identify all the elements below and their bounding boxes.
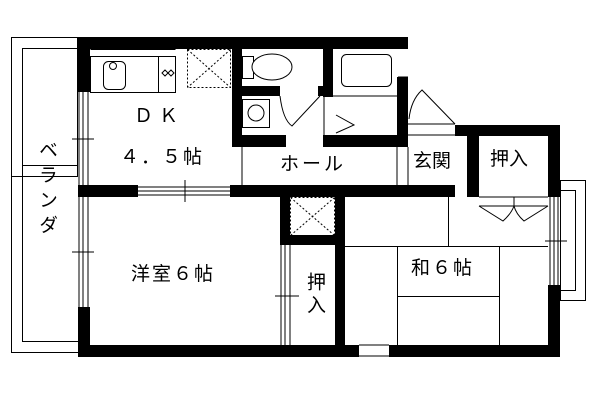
closet-top-label: 押入 xyxy=(490,148,529,170)
veranda-label: ベランダ xyxy=(36,140,58,240)
dk-room-name: ＤＫ xyxy=(134,105,185,127)
storage-space xyxy=(290,197,335,236)
fridge-space xyxy=(187,49,231,88)
bathtub xyxy=(341,54,392,87)
kitchen-counter xyxy=(90,49,176,93)
closet-middle-label: 押入 xyxy=(304,272,326,318)
windows xyxy=(72,46,586,357)
entrance-label: 玄関 xyxy=(413,150,452,172)
toilet xyxy=(242,53,293,81)
walls xyxy=(78,37,560,357)
veranda-outline xyxy=(11,37,78,353)
door-swings xyxy=(279,89,549,222)
japanese-room-label: 和６帖 xyxy=(411,257,475,279)
tatami-lines xyxy=(345,197,548,345)
dk-room-size: ４．５帖 xyxy=(120,146,205,168)
hall-label: ホール xyxy=(280,153,347,175)
hall-lines xyxy=(241,147,409,185)
wash-basin xyxy=(242,99,270,128)
western-room-label: 洋室６帖 xyxy=(131,263,216,285)
